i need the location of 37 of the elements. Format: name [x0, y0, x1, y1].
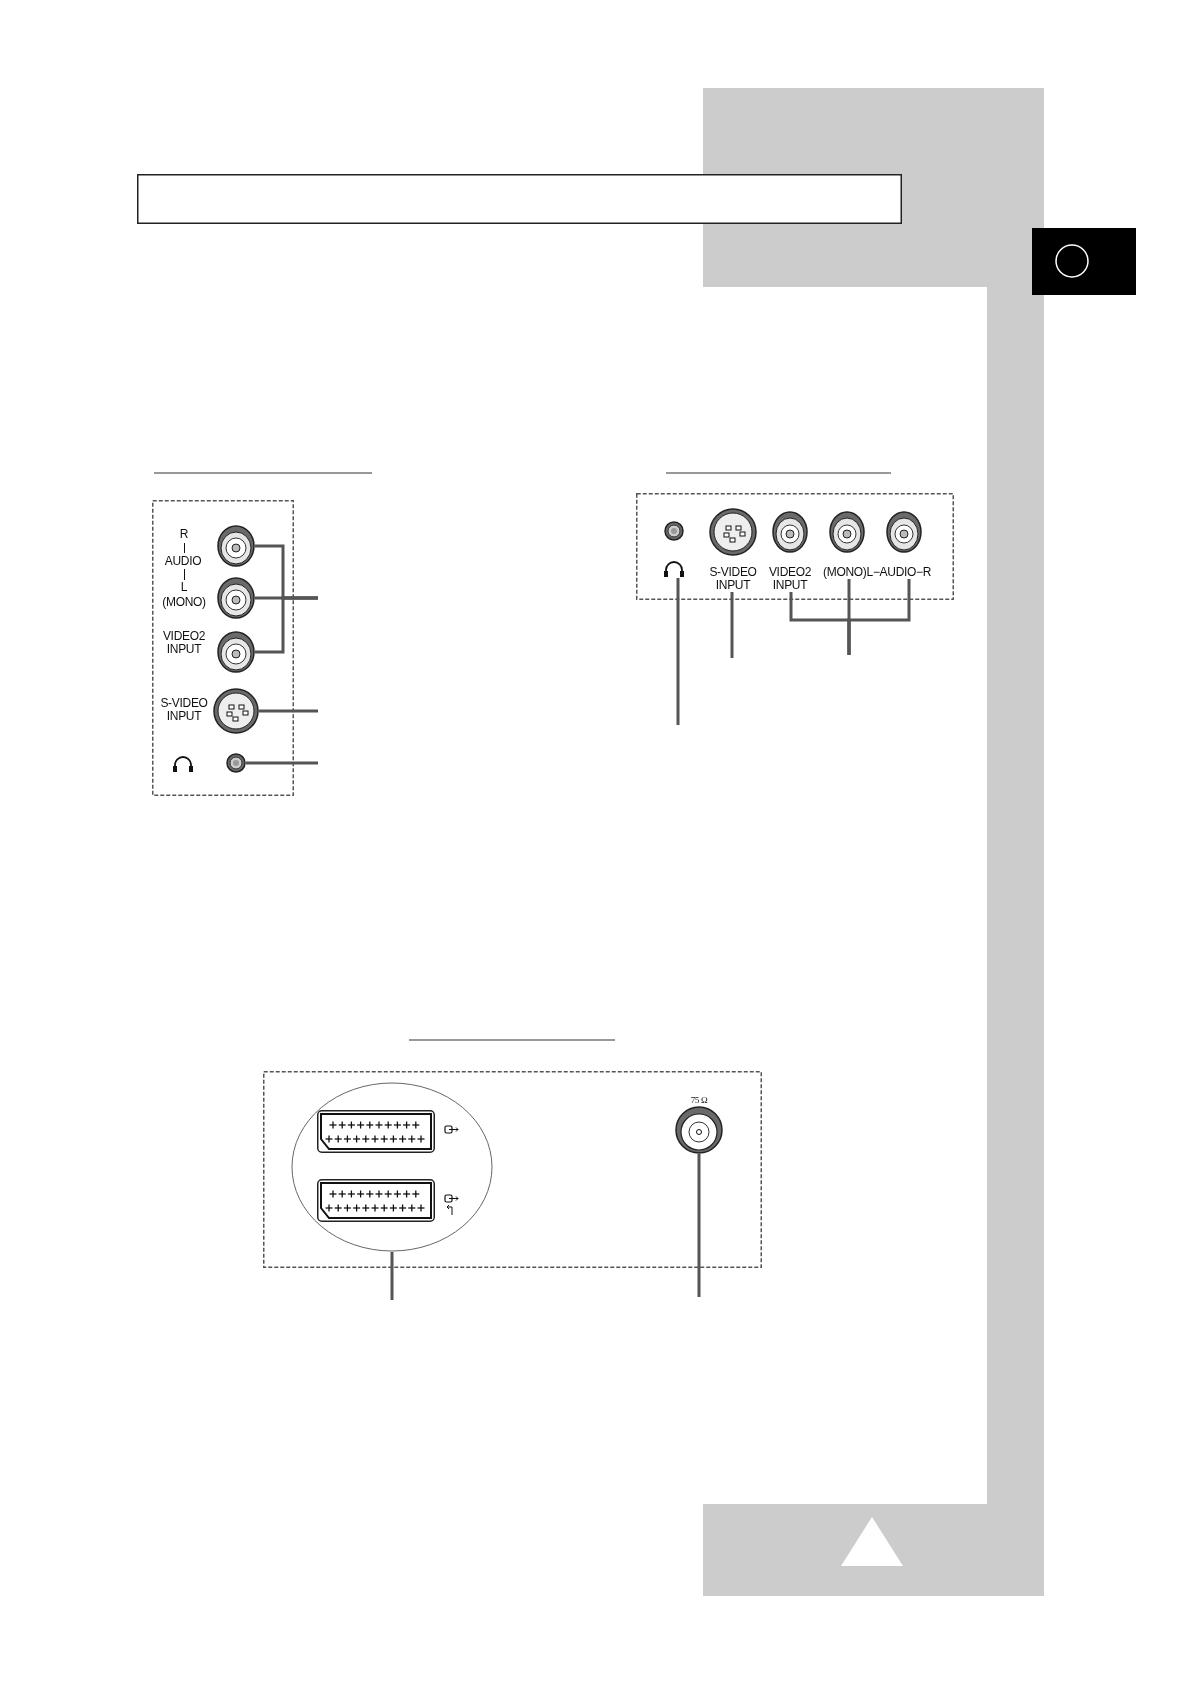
s-video-jack — [213, 688, 259, 734]
connector-panel — [263, 1071, 762, 1268]
impedance-label: 75 Ω — [690, 1095, 708, 1105]
antenna-jack — [675, 1106, 723, 1154]
audio-jack — [829, 511, 865, 553]
connector-panel — [636, 493, 954, 600]
connector-label: R — [178, 528, 190, 541]
video-jack — [217, 631, 255, 673]
scart-connector — [317, 1179, 435, 1222]
connector-group-outline — [291, 1082, 493, 1252]
leader-line — [255, 596, 318, 654]
leader-line — [697, 1154, 701, 1297]
headphone-jack — [226, 753, 246, 773]
headphone-jack — [664, 521, 684, 541]
leader-line — [847, 579, 911, 655]
video-jack — [772, 511, 808, 553]
audio-jack — [217, 577, 255, 619]
connector-label: L — [179, 581, 189, 594]
headphone-icon — [663, 560, 685, 578]
leader-line — [730, 592, 734, 658]
connector-panel — [152, 500, 294, 796]
connector-label: (MONO)L−AUDIO−R — [823, 566, 932, 579]
connector-label: VIDEO2 INPUT — [161, 630, 207, 656]
title-box — [137, 174, 902, 224]
leader-line — [259, 709, 318, 713]
connector-label: AUDIO — [163, 555, 203, 568]
leader-line — [246, 761, 318, 765]
s-video-jack — [709, 508, 757, 556]
connector-label: S-VIDEO INPUT — [707, 566, 759, 592]
leader-line — [676, 578, 680, 725]
connector-label: (MONO) — [161, 596, 207, 609]
audio-jack — [886, 511, 922, 553]
leader-line — [390, 1252, 394, 1300]
audio-jack — [217, 525, 255, 567]
connector-label: S-VIDEO INPUT — [159, 697, 209, 723]
connector-label: VIDEO2 INPUT — [767, 566, 813, 592]
scart-connector — [317, 1110, 435, 1153]
